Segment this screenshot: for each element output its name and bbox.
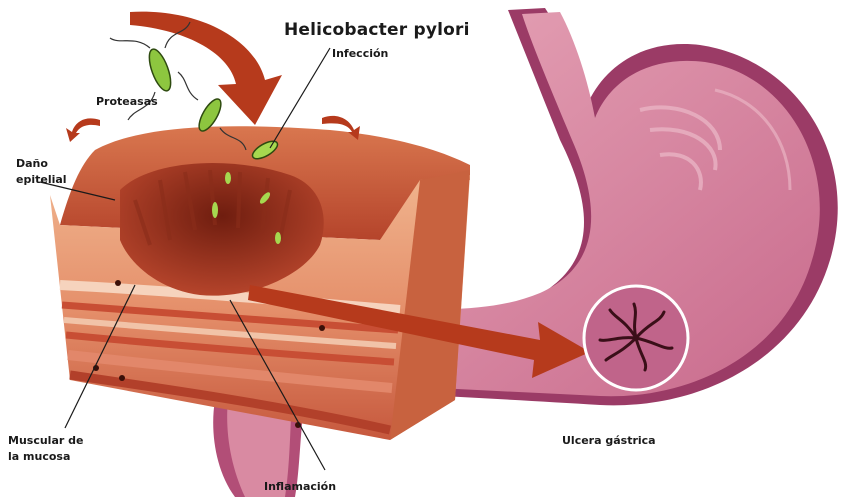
label-proteases: Proteasas [96,94,158,109]
gastric-ulcer-mark [584,286,688,390]
title-helicobacter-pylori: Helicobacter pylori [284,20,470,40]
label-muscularis-1: Muscular de [8,433,83,448]
protease-arrow-left [66,118,100,142]
label-infection: Infección [332,46,388,61]
label-gastric-ulcer: Ulcera gástrica [562,433,656,448]
mucosa-tissue-block [50,126,470,440]
label-inflammation: Inflamación [264,479,336,494]
label-epithelial-damage-1: Daño [16,156,48,171]
label-epithelial-damage-2: epitelial [16,172,67,187]
label-muscularis-2: la mucosa [8,449,70,464]
